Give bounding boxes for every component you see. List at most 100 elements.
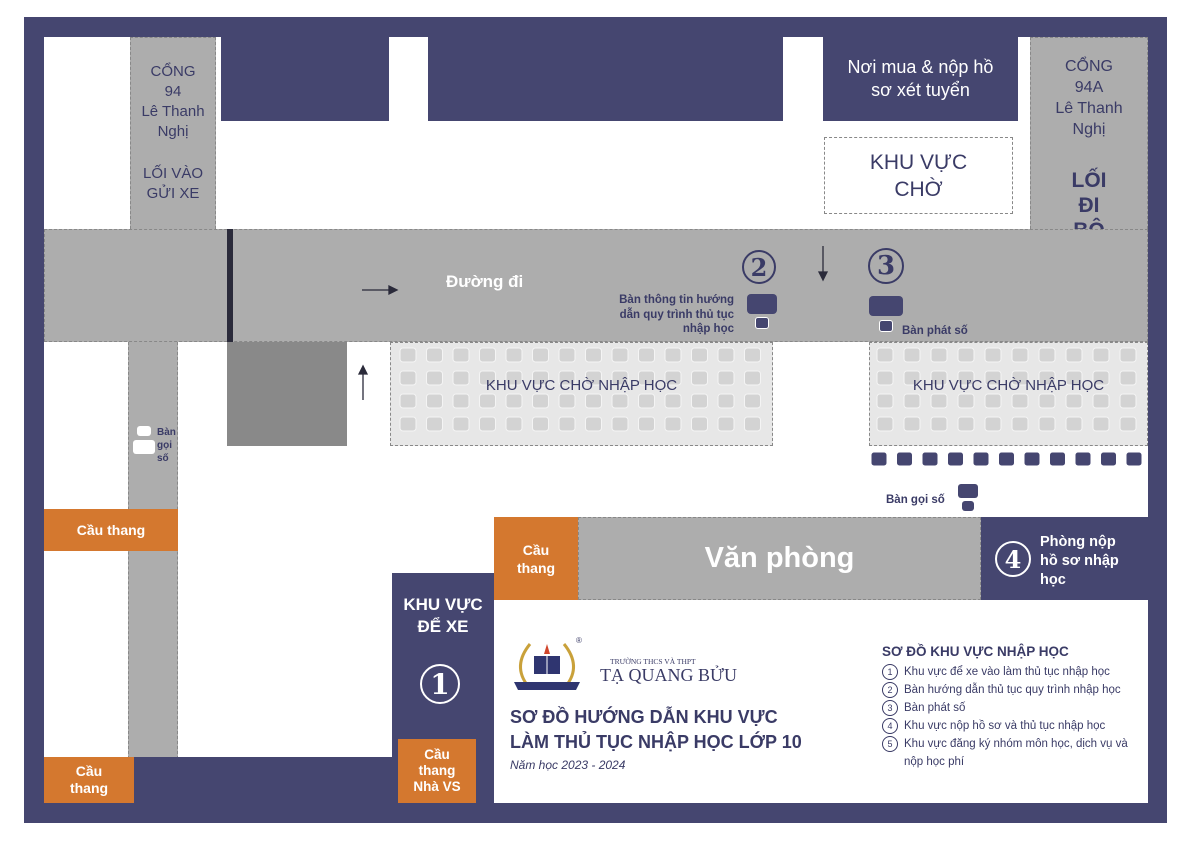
seat (452, 370, 470, 386)
arrow-right-head (388, 284, 399, 296)
seat (972, 451, 990, 467)
seat (1125, 451, 1143, 467)
legend-item-text: Bàn phát số (904, 702, 966, 714)
seat (479, 347, 496, 363)
seat (717, 393, 735, 409)
legend-item-text: Khu vực nộp hồ sơ và thủ tục nhập học (904, 720, 1106, 732)
seat (1100, 451, 1117, 467)
seat (1065, 370, 1083, 386)
office-label: Văn phòng (704, 542, 855, 574)
seat (717, 370, 735, 386)
seat (744, 393, 761, 409)
seat (876, 416, 894, 432)
stairs-wc: Cầu thang Nhà VS (398, 739, 476, 803)
legend-item-number: 3 (882, 700, 898, 716)
road-barrier (227, 229, 233, 342)
zone-4-number: 4 (995, 541, 1031, 577)
seat (611, 416, 629, 432)
seat (1065, 416, 1083, 432)
seat (1023, 451, 1041, 467)
school-logo (514, 643, 580, 690)
seat (957, 393, 975, 409)
seat (664, 393, 682, 409)
seat (426, 393, 443, 409)
seat (532, 347, 549, 363)
seat (930, 393, 948, 409)
seat (479, 393, 496, 409)
seat (984, 393, 1002, 409)
gate-left-number: 94 (164, 83, 182, 100)
station-2-desk (747, 294, 777, 314)
seat (947, 451, 964, 467)
seat (664, 370, 682, 386)
road-label: Đường đi (446, 272, 524, 291)
call-desk-left-desk (133, 440, 155, 454)
buy-docs-label: Nơi mua & nộp hồ sơ xét tuyển (847, 57, 994, 100)
legend-item-number: 4 (882, 718, 898, 734)
legend-title: SƠ ĐỒ KHU VỰC NHẬP HỌC (882, 644, 1069, 659)
seat (744, 370, 761, 386)
logo-school-line2: TẠ QUANG BỬU (600, 665, 737, 685)
seat (1074, 451, 1092, 467)
seat (505, 370, 523, 386)
seat (611, 347, 629, 363)
seat (585, 416, 602, 432)
seat (638, 347, 655, 363)
legend-item: 4 Khu vực nộp hồ sơ và thủ tục nhập học (882, 717, 1142, 735)
seat (638, 416, 655, 432)
seat (957, 416, 975, 432)
seat (505, 416, 523, 432)
main-title-line2: LÀM THỦ TỤC NHẬP HỌC LỚP 10 (510, 732, 802, 752)
torch-icon (544, 644, 550, 654)
seat (984, 416, 1002, 432)
seat (984, 370, 1002, 386)
main-title-year: Năm học 2023 - 2024 (510, 758, 626, 772)
call-desk-left-chair (137, 426, 151, 436)
gate-left-street: Lê Thanh Nghị (141, 103, 205, 140)
seat (452, 393, 470, 409)
seat (1092, 416, 1110, 432)
seat (876, 347, 894, 363)
seat (664, 416, 682, 432)
seat (452, 416, 470, 432)
seat (957, 370, 975, 386)
seat (1049, 451, 1066, 467)
seat (930, 370, 948, 386)
zone-1-label: KHU VỰC ĐỂ XE (403, 595, 483, 636)
seat (1119, 393, 1137, 409)
info-panel (494, 600, 1148, 803)
building-top-2 (428, 37, 783, 121)
seat (744, 416, 761, 432)
seat (921, 451, 939, 467)
seat (638, 370, 655, 386)
call-desk-right-label: Bàn gọi số (886, 494, 945, 506)
seat (399, 370, 417, 386)
seat (984, 347, 1002, 363)
seat (532, 370, 549, 386)
seat (1092, 347, 1110, 363)
seat (558, 370, 576, 386)
seat (691, 347, 708, 363)
enroll-wait-label-2: KHU VỰC CHỜ NHẬP HỌC (912, 377, 1105, 394)
seat (717, 416, 735, 432)
stairs-office: Cầu thang (494, 517, 578, 600)
legend-item-number: 2 (882, 682, 898, 698)
seat (744, 347, 761, 363)
seat (1119, 347, 1137, 363)
gate-right (1030, 37, 1148, 229)
zone-4-label: Phòng nộp hồ sơ nhập học (1040, 534, 1119, 588)
seat (1011, 347, 1029, 363)
seat (426, 347, 443, 363)
seat (691, 393, 708, 409)
seat (585, 393, 602, 409)
ribbon-icon (514, 682, 580, 690)
gate-right-number: 94A (1074, 79, 1104, 96)
seat (1092, 370, 1110, 386)
seat (532, 416, 549, 432)
gate-left-text: CỔNG 94 Lê Thanh Nghị LỐI VÀO GỬI XE (130, 62, 216, 204)
zone-1-number: 1 (420, 664, 460, 704)
seat (426, 370, 443, 386)
waiting-area: KHU VỰC CHỜ (824, 137, 1013, 214)
